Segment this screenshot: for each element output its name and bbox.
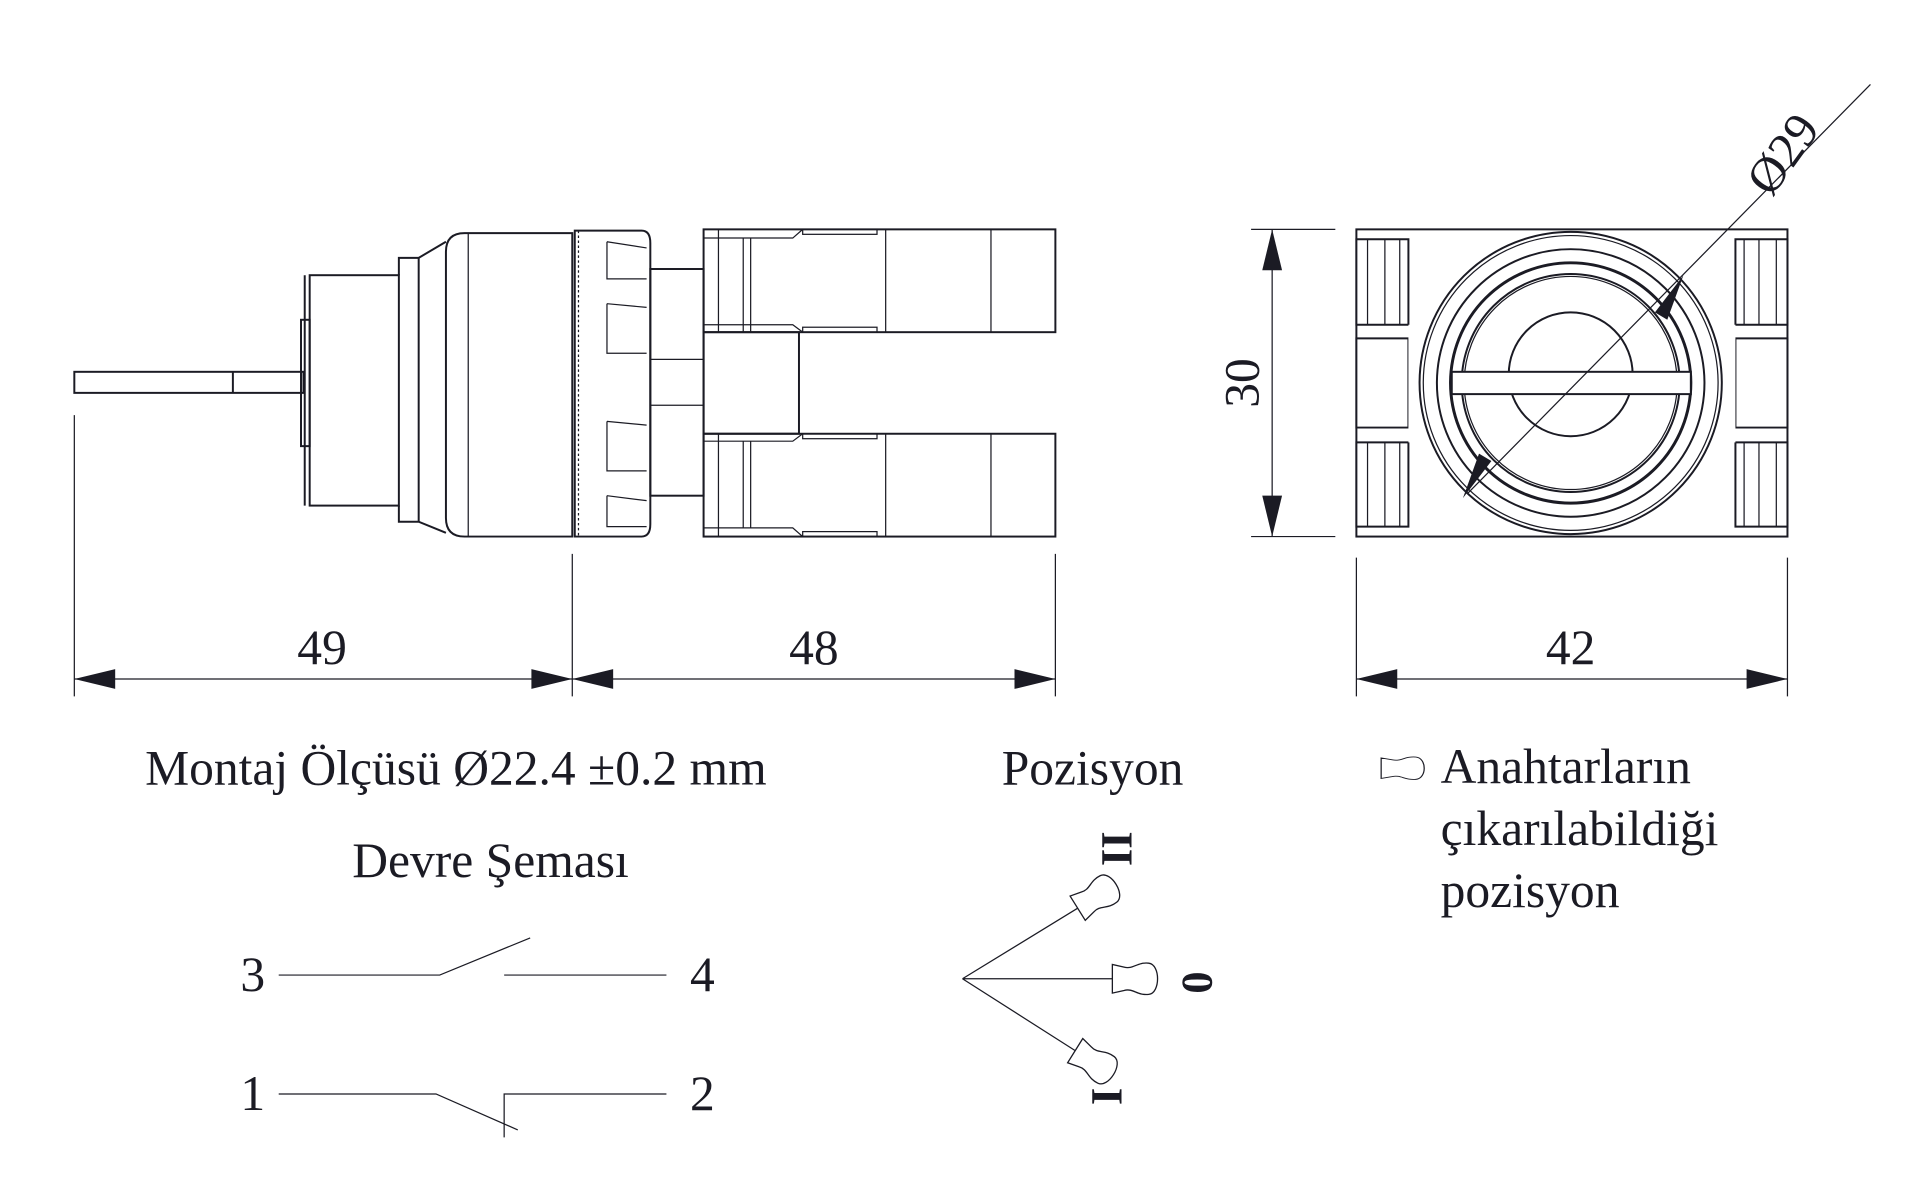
dimension-30: 30: [1215, 358, 1270, 408]
shaft: [73, 370, 305, 394]
front-view: Ø29: [1355, 84, 1871, 538]
main-cylinder: [444, 232, 574, 538]
position-label-II: II: [1092, 831, 1142, 866]
key-icon: [1380, 756, 1425, 781]
contact-block-top: [702, 228, 1057, 334]
terminal-3: 3: [240, 947, 265, 1002]
terminal-1: 1: [240, 1066, 265, 1121]
dimension-48: 48: [789, 620, 839, 675]
key-icon-position-2: [1068, 870, 1126, 923]
circuit-diagram: 3 4 1 2: [240, 937, 715, 1138]
adapter: [649, 268, 705, 497]
front-dimensions: 30 42: [1215, 228, 1789, 697]
legend-line-1: Anahtarların: [1441, 739, 1692, 794]
front-body: [308, 274, 400, 507]
diameter-leader: [1467, 84, 1871, 494]
side-dimensions: 49 48: [73, 415, 1056, 697]
position-label-I: I: [1083, 1088, 1133, 1105]
dimension-42: 42: [1546, 620, 1596, 675]
side-view: [73, 228, 1057, 538]
dimension-49: 49: [297, 620, 347, 675]
circuit-diagram-title: Devre Şeması: [352, 833, 628, 888]
key-icon-position-0: [1111, 962, 1159, 996]
dimension-diameter-29: Ø29: [1735, 103, 1830, 204]
terminal-2: 2: [690, 1066, 715, 1121]
key-icon-position-1: [1066, 1036, 1123, 1089]
position-label-0: 0: [1173, 971, 1223, 993]
terminal-4: 4: [690, 947, 715, 1002]
normally-closed-contact: [278, 1093, 667, 1138]
contact-block-bottom: [702, 432, 1057, 538]
legend-line-2: çıkarılabildiği: [1441, 801, 1719, 856]
key-removable-legend: Anahtarların çıkarılabildiği pozisyon: [1380, 739, 1719, 918]
normally-open-contact: [278, 937, 667, 976]
key-slot-bar: [1450, 370, 1692, 396]
legend-line-3: pozisyon: [1441, 863, 1620, 918]
mounting-size-text: Montaj Ölçüsü Ø22.4 ±0.2 mm: [145, 740, 767, 795]
position-title: Pozisyon: [1002, 740, 1184, 795]
mounting-nut: [573, 229, 652, 538]
block-connector: [702, 331, 800, 435]
position-diagram: II 0 I: [962, 831, 1223, 1105]
